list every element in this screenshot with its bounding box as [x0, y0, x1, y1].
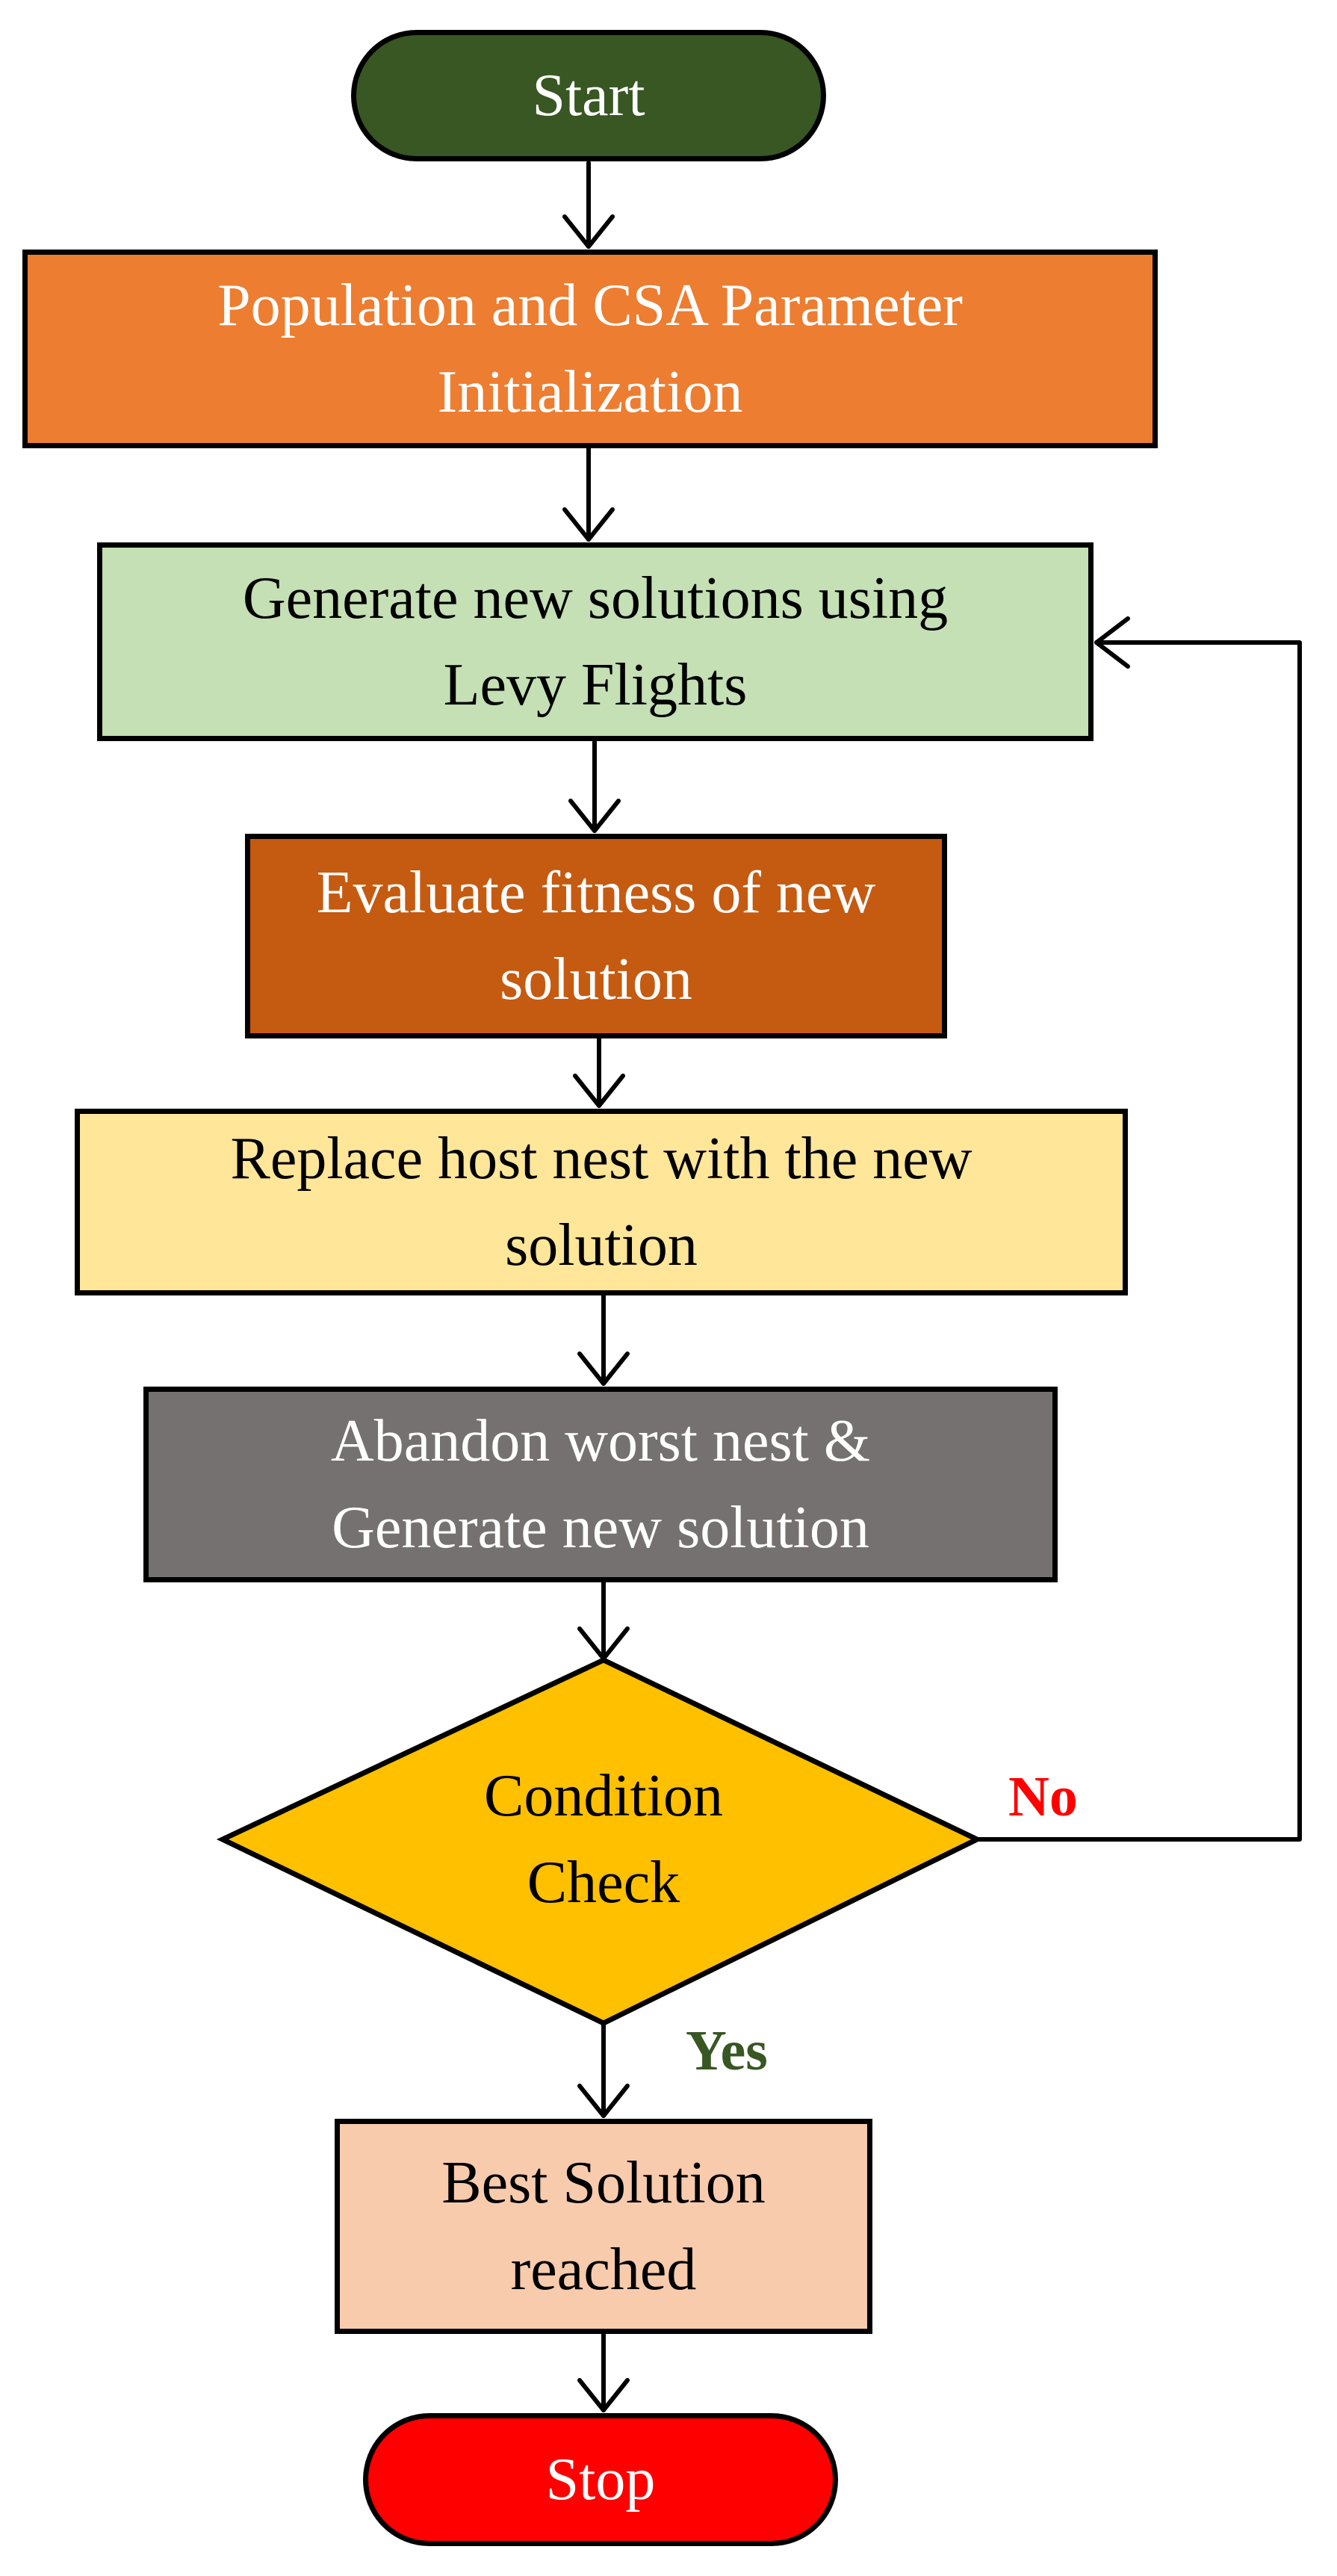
arrowhead-evaluate-to-replace [573, 1074, 625, 1108]
arrowhead-best-to-stop [577, 2378, 630, 2412]
condition-label: Condition Check [483, 1763, 724, 1916]
condition-label-box: Condition Check [409, 1748, 798, 1931]
no-edge-label: No [1008, 1765, 1078, 1828]
generate-label: Generate new solutions using Levy Flight… [242, 566, 949, 718]
best-label: Best Solution reached [441, 2150, 766, 2303]
stop-label: Stop [545, 2447, 656, 2512]
start-label: Start [532, 63, 645, 129]
arrowhead-generate-to-evaluate [568, 799, 621, 833]
arrowhead-replace-to-abandon [577, 1352, 630, 1386]
arrowhead-no-loop-to-generate [1094, 616, 1130, 669]
abandon-process-box: Abandon worst nest & Generate new soluti… [143, 1387, 1058, 1582]
replace-label: Replace host nest with the new solution [230, 1126, 972, 1278]
abandon-label: Abandon worst nest & Generate new soluti… [330, 1408, 871, 1561]
evaluate-process-box: Evaluate fitness of new solution [245, 834, 947, 1038]
init-label: Population and CSA Parameter Initializat… [217, 273, 963, 425]
evaluate-label: Evaluate fitness of new solution [316, 860, 876, 1012]
yes-edge-label: Yes [686, 2019, 768, 2082]
best-solution-box: Best Solution reached [335, 2119, 872, 2334]
arrowhead-condition-to-best [577, 2084, 630, 2118]
arrowhead-start-to-init [562, 214, 615, 249]
init-process-box: Population and CSA Parameter Initializat… [22, 250, 1158, 448]
condition-diamond [216, 1657, 984, 2026]
replace-process-box: Replace host nest with the new solution [75, 1109, 1128, 1295]
arrow-no-loop-to-generate [975, 640, 1302, 1842]
start-terminal: Start [351, 30, 826, 161]
generate-process-box: Generate new solutions using Levy Flight… [97, 542, 1094, 741]
stop-terminal: Stop [363, 2413, 838, 2546]
arrowhead-init-to-generate [562, 507, 615, 542]
